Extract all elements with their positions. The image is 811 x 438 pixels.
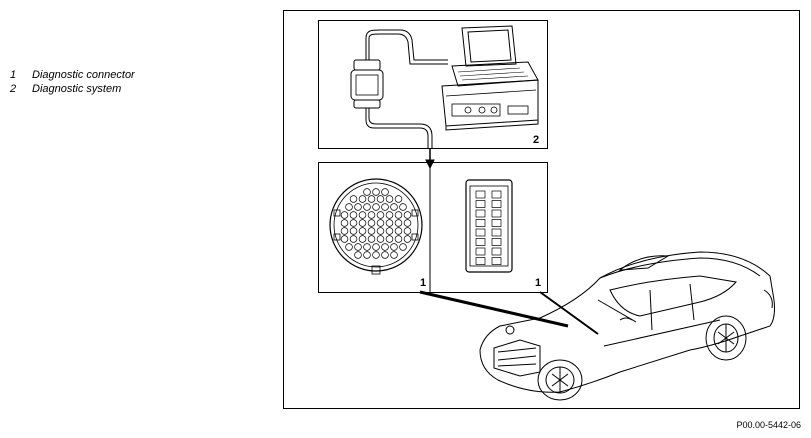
connector-pin xyxy=(385,235,394,243)
connector-pin xyxy=(381,203,389,211)
connector-pin xyxy=(394,235,403,243)
connector-pin xyxy=(376,227,385,235)
connector-pin xyxy=(475,219,486,227)
connector-pin xyxy=(491,228,502,237)
connector-pin xyxy=(372,251,380,259)
legend-label: Diagnostic connector xyxy=(32,69,135,81)
connector-pin xyxy=(399,243,407,251)
connector-pin xyxy=(372,243,380,251)
car-illustration xyxy=(479,251,775,401)
connector-pin xyxy=(491,209,502,218)
connector-pin xyxy=(345,203,353,211)
connector-pin xyxy=(475,190,486,199)
legend-number: 2 xyxy=(10,83,17,95)
connector-pin xyxy=(349,235,358,243)
connector-pin xyxy=(390,251,398,259)
connector-pin xyxy=(394,211,403,219)
connector-pin xyxy=(349,195,358,203)
connector-pin xyxy=(354,251,362,259)
connector-pin xyxy=(340,219,349,227)
connector-pin xyxy=(394,219,403,227)
connector-pin xyxy=(475,247,486,256)
connector-pin xyxy=(340,211,349,219)
callout-rect-connector: 1 xyxy=(535,277,541,289)
connector-pin xyxy=(403,211,412,219)
callout-system: 2 xyxy=(533,134,539,146)
legend-label: Diagnostic system xyxy=(32,83,122,95)
connector-pin xyxy=(358,211,367,219)
connector-pin xyxy=(381,188,389,196)
connector-pin xyxy=(403,227,412,235)
connector-pin xyxy=(491,190,502,199)
leader-line-right xyxy=(539,291,599,335)
connector-pin xyxy=(367,195,376,203)
connector-pin xyxy=(358,219,367,227)
connector-pin xyxy=(363,243,371,251)
connector-pin xyxy=(376,235,385,243)
connector-pin xyxy=(367,227,376,235)
connector-pin xyxy=(358,195,367,203)
connector-pin xyxy=(385,211,394,219)
connector-pin xyxy=(390,243,398,251)
connector-pin xyxy=(345,243,353,251)
connector-pin xyxy=(358,235,367,243)
connector-pin xyxy=(381,251,389,259)
connector-pin xyxy=(475,209,486,218)
document-id: P00.00-5442-06 xyxy=(736,420,801,430)
connector-pin xyxy=(363,251,371,259)
round-connector-drawing xyxy=(329,178,423,275)
connector-pin xyxy=(475,257,486,265)
connector-pin xyxy=(475,200,486,208)
connector-pin xyxy=(394,227,403,235)
connector-pin xyxy=(367,219,376,227)
connector-pin xyxy=(340,235,349,243)
connector-pin xyxy=(399,203,407,211)
connector-pin xyxy=(403,219,412,227)
rect-connector-drawing xyxy=(465,179,513,273)
connector-pin xyxy=(376,195,385,203)
connector-pin xyxy=(385,227,394,235)
connector-pin xyxy=(340,227,349,235)
legend-item-1: 1 Diagnostic connector xyxy=(10,68,135,82)
connector-pin xyxy=(376,211,385,219)
connector-pin xyxy=(354,203,362,211)
connector-pin xyxy=(367,235,376,243)
connector-pin xyxy=(394,195,403,203)
connector-pin xyxy=(491,200,502,208)
legend-item-2: 2 Diagnostic system xyxy=(10,82,135,96)
connector-pin xyxy=(358,227,367,235)
outer-frame xyxy=(283,10,800,409)
connector-pin xyxy=(372,203,380,211)
connector-pin xyxy=(354,243,362,251)
connector-pin xyxy=(367,211,376,219)
connector-pin xyxy=(491,257,502,265)
connector-pin xyxy=(363,188,371,196)
legend-number: 1 xyxy=(10,69,17,81)
connector-pin xyxy=(363,203,371,211)
connector-pin xyxy=(385,195,394,203)
connector-pin xyxy=(491,247,502,256)
connector-pin xyxy=(491,219,502,227)
connector-pin xyxy=(349,219,358,227)
diagnostic-system-panel xyxy=(318,20,548,149)
leader-line-left xyxy=(419,290,569,328)
connector-pin xyxy=(381,243,389,251)
connector-pin xyxy=(475,228,486,237)
connector-pin xyxy=(385,219,394,227)
connector-pin xyxy=(491,238,502,246)
connector-pin xyxy=(372,188,380,196)
legend: 1 Diagnostic connector 2 Diagnostic syst… xyxy=(10,68,135,96)
callout-round-connector: 1 xyxy=(420,277,426,289)
connector-pin xyxy=(475,238,486,246)
connector-pin xyxy=(349,227,358,235)
connector-pin xyxy=(403,235,412,243)
connector-pin xyxy=(390,203,398,211)
connector-pin xyxy=(376,219,385,227)
connector-panel xyxy=(318,162,548,293)
connector-pin xyxy=(349,211,358,219)
